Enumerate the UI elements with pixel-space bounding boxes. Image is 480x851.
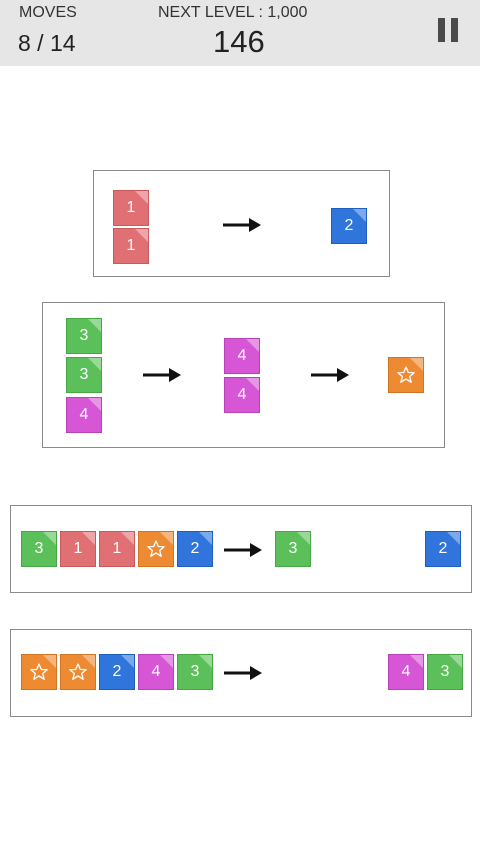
tile-3: 3 [66, 318, 102, 354]
pause-icon [438, 18, 445, 42]
tutorial-panel-4: 2 4 3 4 3 [10, 629, 472, 717]
score-value: 146 [213, 24, 265, 59]
tile-3: 3 [21, 531, 57, 567]
pause-icon [451, 18, 458, 42]
tile-2: 2 [99, 654, 135, 690]
tile-1: 1 [99, 531, 135, 567]
tile-4: 4 [138, 654, 174, 690]
tile-3: 3 [177, 654, 213, 690]
tutorial-panel-3: 3 1 1 2 3 2 [10, 505, 472, 593]
tile-star [60, 654, 96, 690]
tile-3: 3 [427, 654, 463, 690]
tile-2: 2 [177, 531, 213, 567]
tile-3: 3 [275, 531, 311, 567]
moves-label: MOVES [19, 4, 77, 21]
arrow-right-icon [143, 368, 181, 382]
arrow-right-icon [311, 368, 349, 382]
tile-4: 4 [224, 377, 260, 413]
tile-4: 4 [224, 338, 260, 374]
tile-2: 2 [425, 531, 461, 567]
tile-star [138, 531, 174, 567]
next-level-label: NEXT LEVEL : 1,000 [158, 4, 308, 21]
tutorial-panel-2: 3 3 4 4 4 [42, 302, 445, 448]
top-bar: MOVES 8 / 14 NEXT LEVEL : 1,000 146 [0, 0, 480, 66]
arrow-right-icon [223, 218, 261, 232]
tile-1: 1 [113, 190, 149, 226]
tile-star [388, 357, 424, 393]
star-icon [30, 663, 48, 680]
tile-2: 2 [331, 208, 367, 244]
tile-1: 1 [60, 531, 96, 567]
star-icon [397, 366, 415, 383]
star-icon [69, 663, 87, 680]
tile-3: 3 [66, 357, 102, 393]
tile-1: 1 [113, 228, 149, 264]
arrow-right-icon [224, 666, 262, 680]
pause-button[interactable] [432, 14, 464, 46]
tutorial-panel-1: 1 1 2 [93, 170, 390, 277]
star-icon [147, 540, 165, 557]
moves-counter: 8 / 14 [18, 30, 76, 56]
tile-star [21, 654, 57, 690]
tile-4: 4 [66, 397, 102, 433]
arrow-right-icon [224, 543, 262, 557]
tile-4: 4 [388, 654, 424, 690]
